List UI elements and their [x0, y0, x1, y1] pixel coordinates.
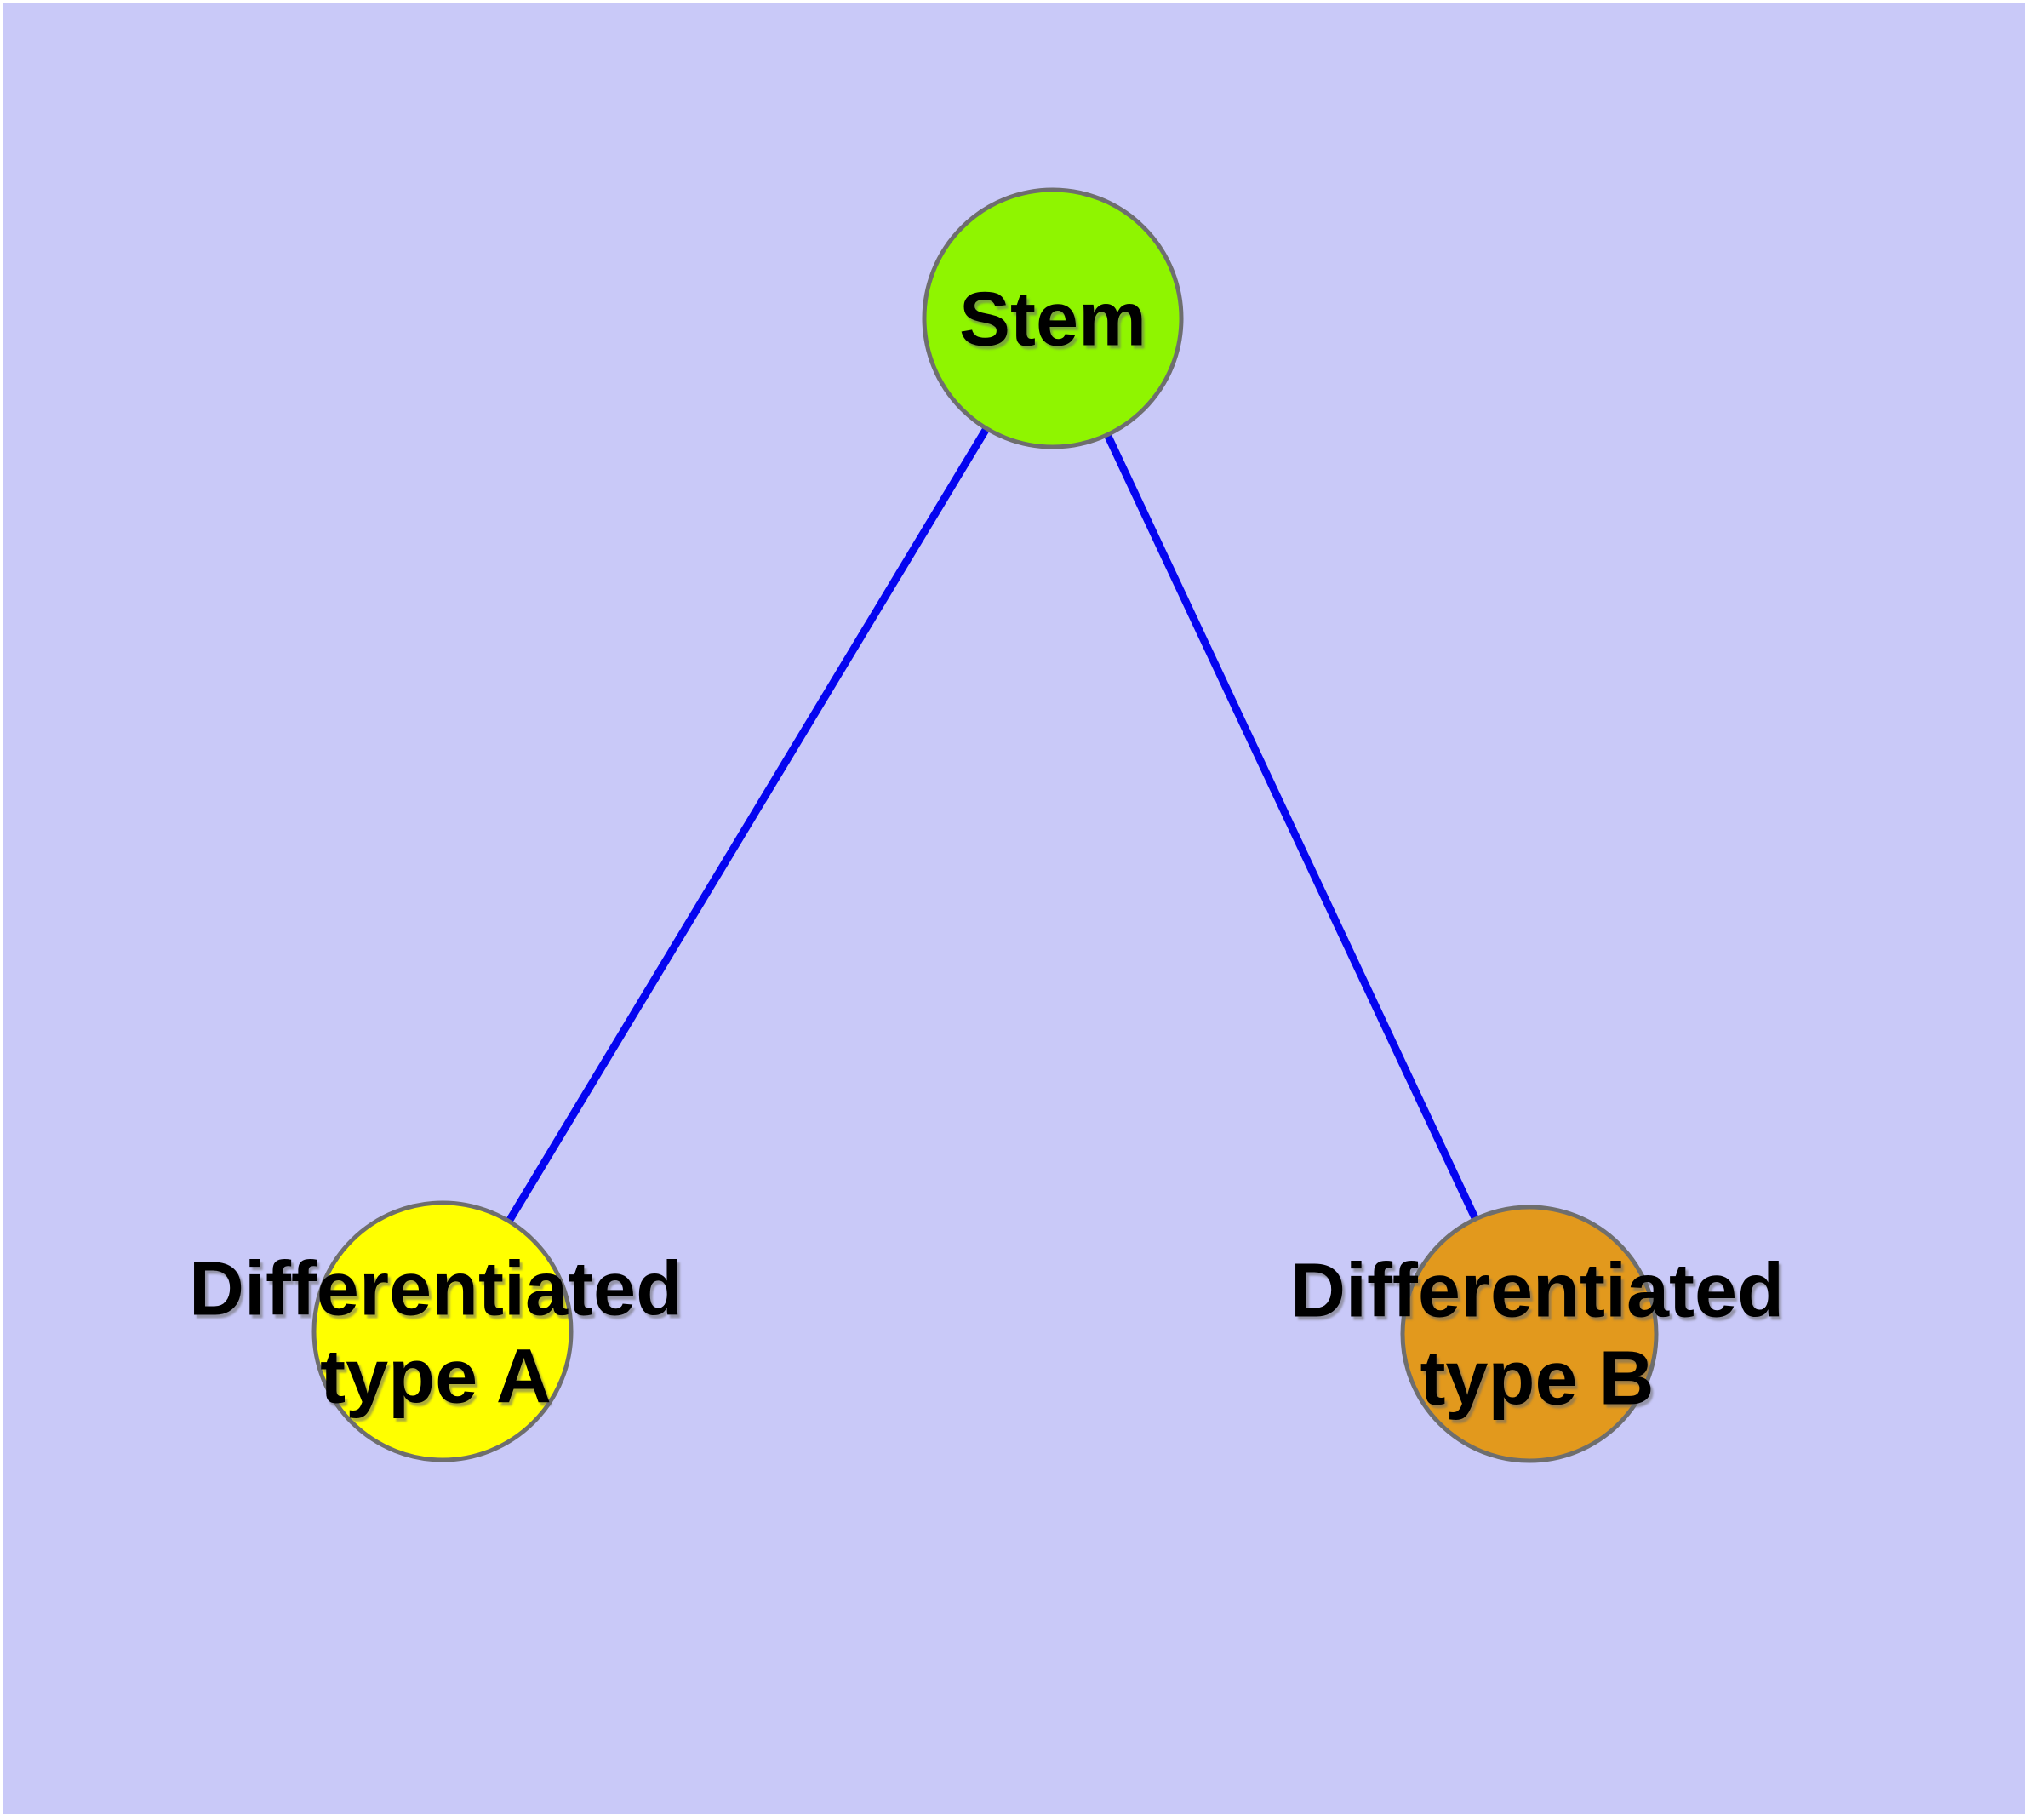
- stem-node-circle: [922, 187, 1184, 449]
- differentiated-type-b-node-circle: [1400, 1205, 1659, 1463]
- edge-stem-to-type-a: [439, 316, 1056, 1334]
- differentiated-type-a-node-circle: [311, 1200, 574, 1462]
- edge-stem-to-type-b: [1049, 317, 1534, 1336]
